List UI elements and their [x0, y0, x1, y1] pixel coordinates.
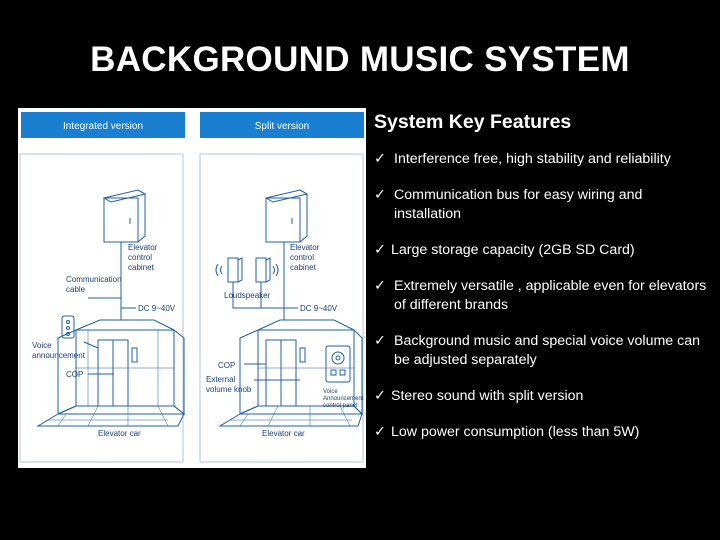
check-icon: ✓: [374, 388, 386, 404]
feature-text: Communication bus for easy wiring and in…: [394, 187, 643, 222]
integrated-dc-label: DC 9~40V: [138, 304, 176, 313]
split-cabinet-label-1: Elevator: [290, 243, 320, 252]
feature-text: Stereo sound with split version: [391, 388, 584, 404]
feature-text: Interference free, high stability and re…: [394, 151, 671, 167]
feature-item: ✓ Large storage capacity (2GB SD Card): [372, 241, 712, 260]
voice-label-1: Voice: [32, 341, 52, 350]
feature-text: Low power consumption (less than 5W): [391, 424, 640, 440]
feature-item: ✓ Extremely versatile , applicable even …: [372, 277, 712, 315]
check-icon: ✓: [374, 151, 386, 167]
comm-cable-label-1: Communication: [66, 275, 122, 284]
feature-item: ✓ Background music and special voice vol…: [372, 332, 712, 370]
voice-announcement-box: [61, 315, 75, 339]
loudspeaker-label: Loudspeaker: [224, 291, 271, 300]
voice-control-panel: [325, 345, 351, 383]
integrated-panel-frame: [19, 153, 184, 463]
feature-item: ✓ Low power consumption (less than 5W): [372, 423, 712, 442]
panel-label-3: control panel: [323, 403, 357, 409]
split-control-cabinet: [264, 189, 309, 243]
feature-text: Extremely versatile , applicable even fo…: [394, 278, 707, 313]
feature-text: Large storage capacity (2GB SD Card): [391, 242, 635, 258]
key-features-section: System Key Features ✓ Interference free,…: [372, 111, 712, 459]
split-cabinet-label-2: control: [290, 253, 314, 262]
integrated-elevator-car: [36, 319, 186, 427]
integrated-control-cabinet: [102, 189, 147, 243]
split-cabinet-label-3: cabinet: [290, 263, 317, 272]
feature-text: Background music and special voice volum…: [394, 333, 700, 368]
bgm-system-diagram: Integrated version Split version: [18, 108, 366, 468]
integrated-version-header: Integrated version: [21, 112, 185, 138]
check-icon: ✓: [374, 242, 386, 258]
split-version-header: Split version: [200, 112, 364, 138]
features-list: ✓ Interference free, high stability and …: [372, 150, 712, 442]
slide-title: BACKGROUND MUSIC SYSTEM: [90, 40, 630, 79]
panel-label-2: Announcement: [323, 396, 364, 402]
panel-label-1: Voice: [323, 389, 338, 395]
svg-text:Split version: Split version: [255, 121, 309, 132]
integrated-cabinet-label-2: control: [128, 253, 152, 262]
voice-label-2: announcement: [32, 351, 86, 360]
integrated-cop-label: COP: [66, 370, 83, 379]
knob-label-1: External: [206, 375, 236, 384]
split-dc-label: DC 9~40V: [300, 304, 338, 313]
split-car-label: Elevator car: [262, 429, 305, 438]
svg-text:Integrated version: Integrated version: [63, 121, 143, 132]
split-cop-label: COP: [218, 361, 235, 370]
comm-cable-label-2: cable: [66, 285, 86, 294]
check-icon: ✓: [374, 333, 386, 349]
check-icon: ✓: [374, 187, 386, 203]
check-icon: ✓: [374, 278, 386, 294]
feature-item: ✓ Stereo sound with split version: [372, 387, 712, 406]
integrated-car-label: Elevator car: [98, 429, 141, 438]
feature-item: ✓ Communication bus for easy wiring and …: [372, 186, 712, 224]
check-icon: ✓: [374, 424, 386, 440]
split-panel-frame: [199, 153, 364, 463]
knob-label-2: volume knob: [206, 385, 252, 394]
integrated-cabinet-label-1: Elevator: [128, 243, 158, 252]
feature-item: ✓ Interference free, high stability and …: [372, 150, 712, 169]
split-elevator-car: [218, 319, 364, 427]
integrated-cabinet-label-3: cabinet: [128, 263, 155, 272]
loudspeaker-pair: [215, 257, 284, 309]
features-heading: System Key Features: [374, 111, 572, 133]
